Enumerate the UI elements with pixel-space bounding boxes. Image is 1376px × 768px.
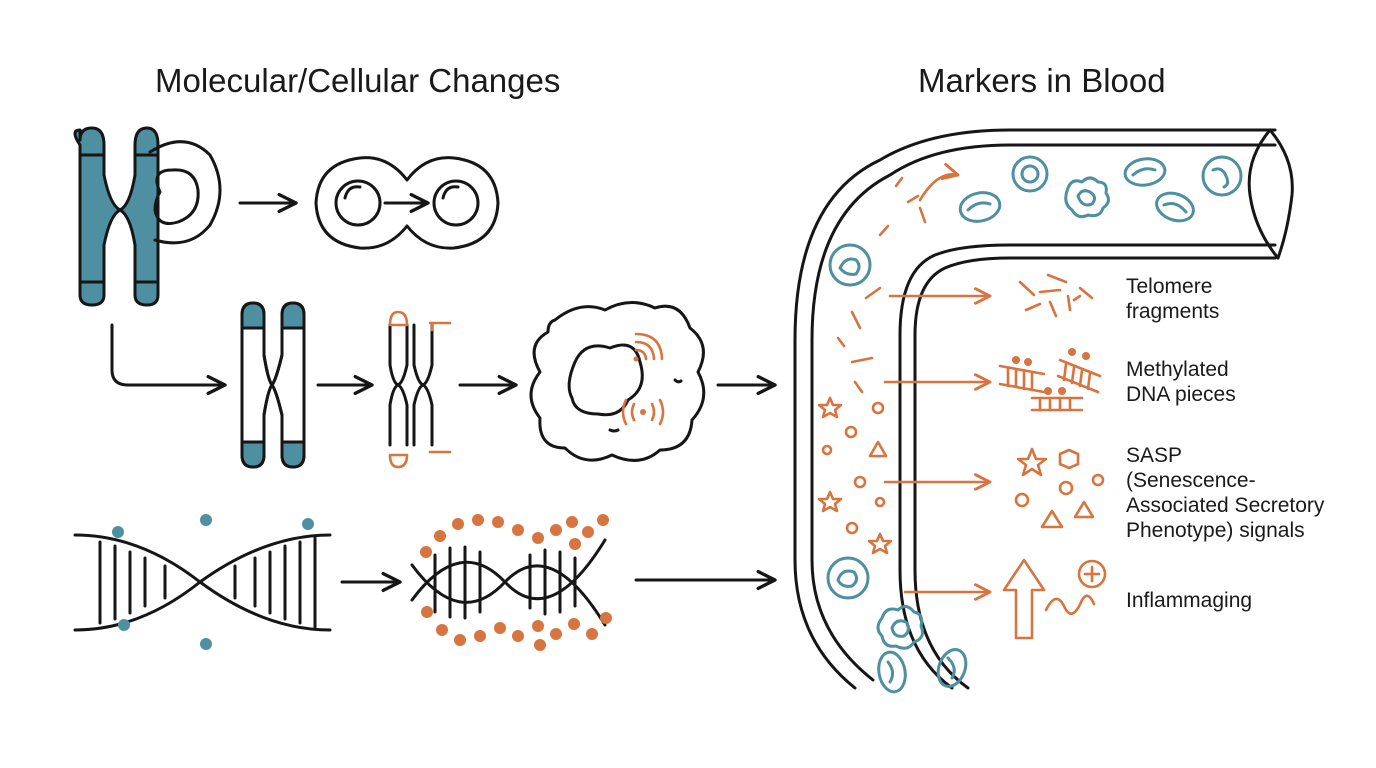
telomere-fragments-icon xyxy=(1018,273,1094,318)
marker-label-inflammaging: Inflammaging xyxy=(1126,588,1252,613)
chromosome-icon xyxy=(240,301,306,469)
methylated-dna-pieces-icon xyxy=(998,348,1102,412)
methylated-dna-icon xyxy=(410,514,612,651)
chromosome-icon xyxy=(73,126,160,307)
marker-label-line: (Senescence- xyxy=(1126,469,1256,492)
vessel-marker-particles xyxy=(817,162,960,555)
arrow-down-right xyxy=(110,323,227,396)
right-section-title: Markers in Blood xyxy=(918,62,1166,99)
white-blood-cell-icon xyxy=(876,605,924,650)
shortened-chromosome-icon xyxy=(388,310,452,469)
marker-label-line: Phenotype) signals xyxy=(1126,519,1305,542)
white-blood-cell-icon xyxy=(1201,155,1243,197)
marker-label-sasp: SASP (Senescence- Associated Secretory P… xyxy=(1126,443,1324,543)
marker-label-line: SASP xyxy=(1126,444,1183,467)
marker-label-line: fragments xyxy=(1126,300,1220,323)
nucleus-icon xyxy=(153,168,200,225)
senescent-cell-icon xyxy=(529,301,706,462)
red-blood-cell-icon xyxy=(936,648,968,688)
red-blood-cell-icon xyxy=(1155,191,1195,223)
marker-label-methylated: Methylated DNA pieces xyxy=(1126,357,1236,407)
red-blood-cell-icon xyxy=(877,650,907,694)
sasp-signals-icon xyxy=(1014,447,1105,529)
marker-label-line: Methylated xyxy=(1126,358,1229,381)
dna-helix-icon xyxy=(73,514,332,650)
cell-membrane-outline xyxy=(148,140,222,245)
white-blood-cell-icon xyxy=(828,243,872,287)
marker-label-line: Inflammaging xyxy=(1126,589,1253,612)
marker-label-telomere: Telomere fragments xyxy=(1126,274,1219,324)
white-blood-cell-icon xyxy=(1011,155,1049,193)
left-section-title: Molecular/Cellular Changes xyxy=(155,62,561,99)
white-blood-cell-icon xyxy=(826,556,870,600)
marker-label-line: Associated Secretory xyxy=(1126,494,1325,517)
red-blood-cell-icon xyxy=(958,191,1002,223)
red-blood-cell-icon xyxy=(1123,157,1167,187)
inflammaging-icon xyxy=(1002,558,1107,640)
cell-division-icon xyxy=(314,156,500,250)
marker-label-line: Telomere xyxy=(1126,275,1213,298)
white-blood-cell-icon xyxy=(1064,176,1110,219)
marker-label-line: DNA pieces xyxy=(1126,383,1236,406)
